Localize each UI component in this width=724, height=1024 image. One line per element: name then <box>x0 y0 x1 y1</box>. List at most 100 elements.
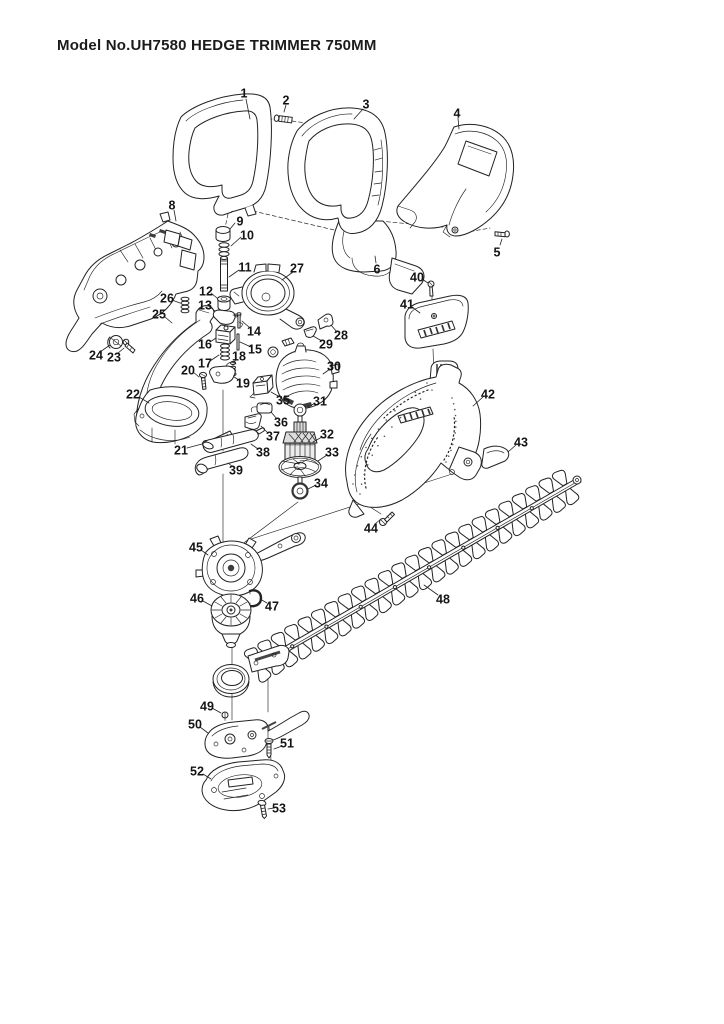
part-callout-43: 43 <box>514 436 528 450</box>
leader-line-36 <box>270 411 278 420</box>
part-callout-40: 40 <box>410 271 424 285</box>
part-callout-12: 12 <box>199 285 213 299</box>
part-callout-21: 21 <box>174 444 188 458</box>
part-gear-housing <box>195 532 306 604</box>
part-callout-45: 45 <box>189 541 203 555</box>
leader-line-6 <box>374 255 377 264</box>
part-screw-44 <box>379 511 395 526</box>
leader-line-27 <box>281 271 294 281</box>
part-long-bolt <box>220 255 228 292</box>
part-screw-2 <box>273 114 293 124</box>
part-loop-cover <box>133 386 208 445</box>
part-spring-17 <box>220 343 230 361</box>
part-callout-30: 30 <box>327 360 341 374</box>
part-boot-tube <box>202 427 265 453</box>
leader-line-29 <box>312 335 323 342</box>
part-holder-plate <box>204 710 310 759</box>
part-callout-16: 16 <box>198 338 212 352</box>
part-callout-36: 36 <box>274 416 288 430</box>
leader-line-49 <box>211 707 222 714</box>
leader-line-1 <box>245 98 251 120</box>
leader-line-9 <box>229 222 236 230</box>
leader-line-30 <box>322 368 331 375</box>
leader-line-20 <box>192 371 200 378</box>
part-bottom-cover <box>201 759 286 812</box>
part-callout-44: 44 <box>364 522 378 536</box>
housing-stipple-dots <box>352 382 457 495</box>
part-screw-51 <box>264 738 274 759</box>
part-callout-37: 37 <box>266 430 280 444</box>
leader-line-12 <box>210 292 218 299</box>
part-screw-5 <box>494 230 510 238</box>
part-callout-51: 51 <box>280 737 294 751</box>
blade-teeth <box>243 469 580 683</box>
part-lever-cam <box>212 309 242 325</box>
part-callout-34: 34 <box>314 477 328 491</box>
part-screw-40 <box>427 280 435 297</box>
leader-line-40 <box>421 278 429 284</box>
part-callout-8: 8 <box>169 199 176 213</box>
part-blade-assembly <box>212 469 582 698</box>
leader-line-45 <box>200 549 209 556</box>
part-baffle-ring <box>229 263 305 330</box>
leader-line-22 <box>138 396 150 404</box>
part-spring-small <box>180 296 190 314</box>
part-callout-10: 10 <box>240 229 254 243</box>
part-fan <box>278 456 322 486</box>
leader-line-38 <box>250 443 259 450</box>
leader-line-47 <box>259 598 268 604</box>
part-bearing-lower <box>291 482 309 500</box>
part-hand-guard <box>396 123 515 238</box>
leader-line-3 <box>353 108 364 120</box>
part-rear-loop-handle <box>287 107 425 295</box>
part-callout-3: 3 <box>363 98 370 112</box>
part-callout-25: 25 <box>152 308 166 322</box>
leader-line-23 <box>116 347 125 355</box>
leader-line-32 <box>312 436 323 443</box>
part-motor-cover <box>404 294 469 349</box>
leader-line-15 <box>239 341 252 348</box>
part-callout-15: 15 <box>248 343 262 357</box>
part-callout-19: 19 <box>236 377 250 391</box>
part-callout-32: 32 <box>320 428 334 442</box>
part-callout-26: 26 <box>160 292 174 306</box>
part-rod <box>236 333 240 351</box>
part-brush <box>250 402 273 414</box>
leader-line-24 <box>99 344 111 353</box>
part-callout-41: 41 <box>400 298 414 312</box>
page-title: Model No.UH7580 HEDGE TRIMMER 750MM <box>57 37 377 54</box>
leader-line-50 <box>199 726 209 734</box>
part-switch <box>215 324 236 345</box>
leader-line-43 <box>507 444 517 453</box>
part-callout-35: 35 <box>276 394 290 408</box>
part-callout-23: 23 <box>107 351 121 365</box>
leader-line-51 <box>273 745 283 750</box>
part-callout-47: 47 <box>265 600 279 614</box>
part-small-bushings <box>267 337 295 358</box>
part-nut-49 <box>221 711 229 721</box>
part-callout-18: 18 <box>232 350 246 364</box>
part-screw-53 <box>257 799 267 819</box>
part-knob-and-screw <box>107 335 136 354</box>
leader-line-8 <box>173 209 177 222</box>
part-bearing-upper <box>293 403 307 417</box>
part-cap-nut <box>215 226 231 242</box>
part-clip-28 <box>317 313 334 330</box>
leader-line-11 <box>228 269 240 278</box>
part-callout-39: 39 <box>229 464 243 478</box>
part-callout-5: 5 <box>494 246 501 260</box>
part-callout-4: 4 <box>454 107 461 121</box>
part-callout-17: 17 <box>198 357 212 371</box>
part-callout-31: 31 <box>313 395 327 409</box>
part-spring-washers <box>218 242 230 257</box>
part-gear <box>210 593 252 648</box>
leader-line-16 <box>209 337 217 343</box>
part-corner-piece <box>481 445 510 469</box>
part-pin <box>236 312 244 329</box>
part-callout-6: 6 <box>374 263 381 277</box>
part-front-housing <box>65 211 205 353</box>
leader-line-33 <box>317 454 328 462</box>
